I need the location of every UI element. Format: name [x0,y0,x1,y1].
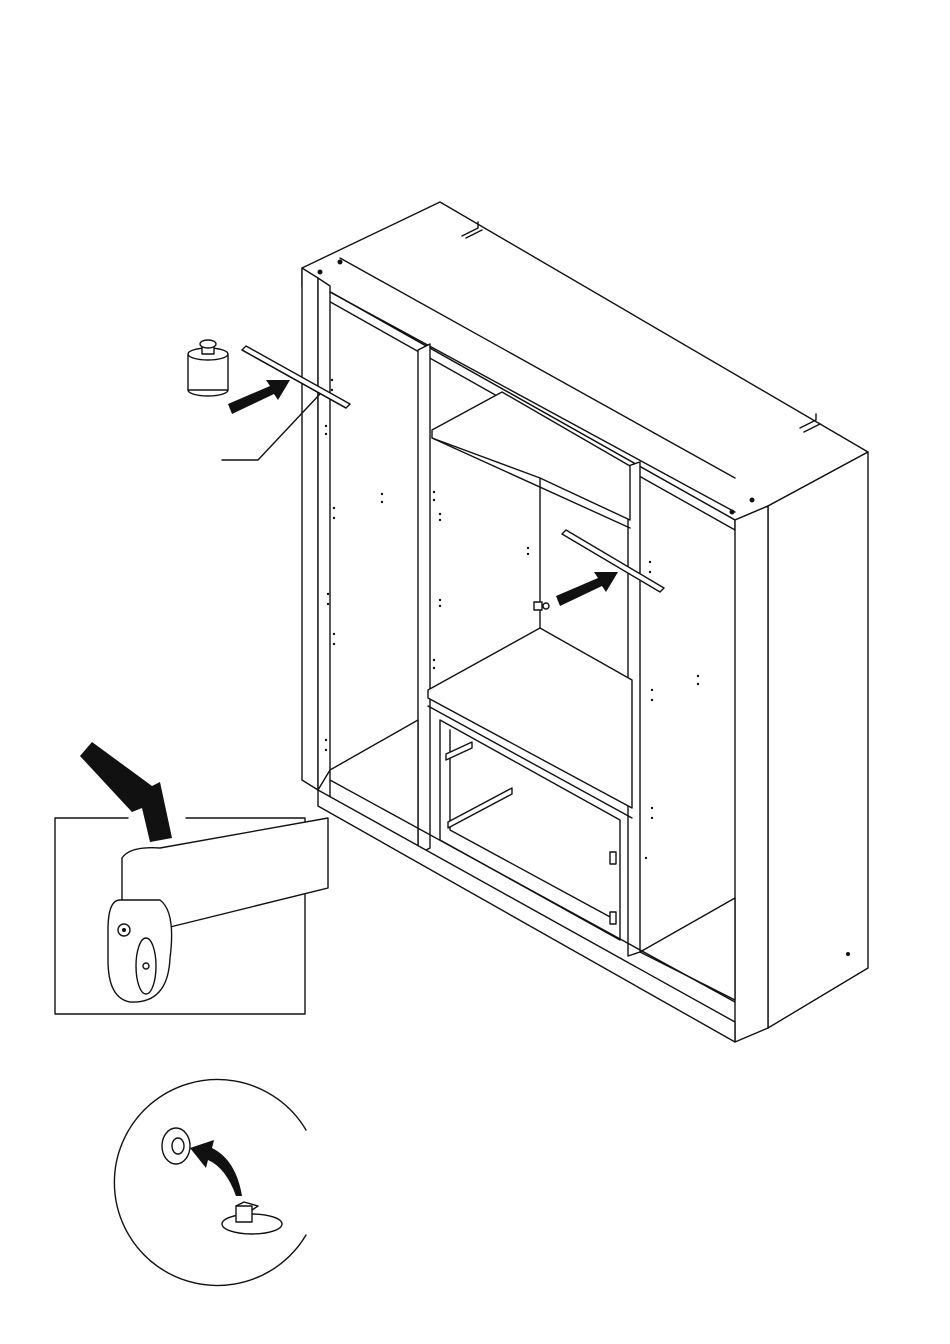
insert-arrow-left [228,380,290,414]
insert-arrow-right [556,572,618,606]
cap-arrow [190,1140,242,1196]
rail-support-small [534,602,549,610]
top-hole-2 [338,260,343,265]
left-inner-face [318,278,330,790]
side-hole [846,952,850,956]
right-side-front-edge [735,506,768,1042]
top-hole-1 [318,270,323,275]
left-divider [418,344,430,854]
rail-support-detail [55,742,328,1014]
top-hole-3 [730,510,735,515]
top-hole-4 [750,498,755,503]
drawer-handle-lower [610,912,616,924]
left-side-panel [302,268,318,790]
hanging-rail-right [562,530,664,592]
detail-arrow [80,742,172,842]
wardrobe-carcass [302,202,868,1042]
drawer-handle-upper [610,852,616,864]
rubber-mallet [188,340,228,396]
detail-circle [114,1080,306,1286]
cam-cap-detail [114,1080,306,1286]
right-side-panel [768,452,868,1028]
